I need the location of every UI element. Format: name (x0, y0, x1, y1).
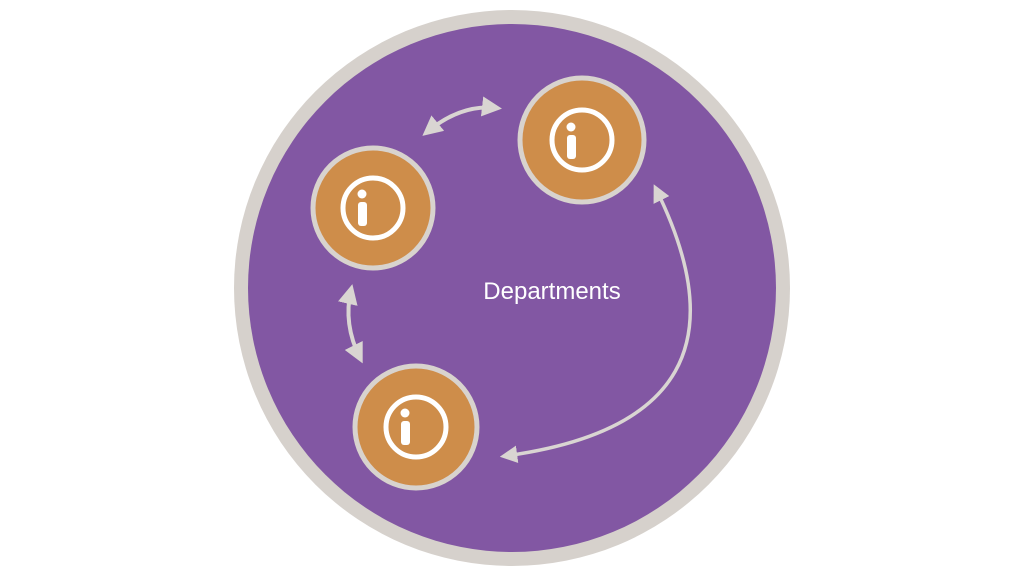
center-label: Departments (483, 278, 621, 305)
info-icon (549, 107, 615, 173)
node-bottom (352, 363, 480, 491)
info-icon (383, 394, 449, 460)
node-left (310, 145, 436, 271)
node-top-right (517, 75, 647, 205)
arrow-top-right-to-bottom (499, 184, 692, 464)
info-icon (340, 175, 406, 241)
arrow-left-to-top-right (422, 96, 502, 136)
arrow-left-to-bottom (338, 284, 363, 364)
